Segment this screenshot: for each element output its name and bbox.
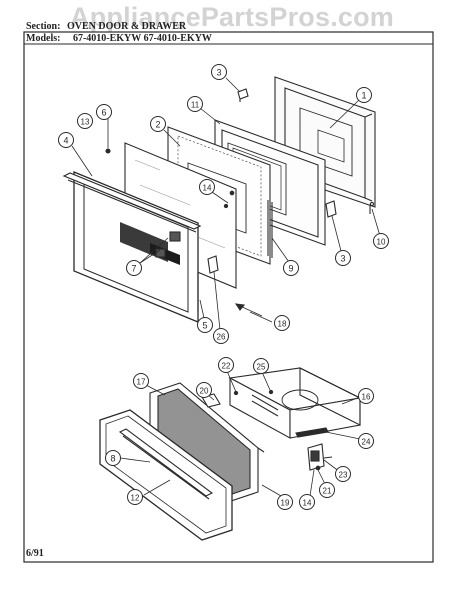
callout-4: 4 [58,132,74,148]
callout-13: 13 [77,113,93,129]
callout-1: 1 [356,87,372,103]
page-frame [23,31,434,563]
callout-18-label: 18 [278,320,287,329]
part-drawer-body [228,367,362,439]
callout-24: 24 [358,433,374,449]
callout-20-label: 20 [200,387,209,396]
callout-16: 16 [358,388,374,404]
callout-8-label: 8 [110,454,115,464]
part-outer-door-panel [62,171,202,323]
callout-22-label: 22 [222,362,231,371]
callout-24-label: 24 [362,438,371,447]
drawer-assembly [99,367,362,541]
callout-8: 8 [105,450,121,466]
watermark-text: AppliancePartsPros.com [70,2,395,32]
callout-26-label: 26 [217,333,226,342]
callout-23: 23 [335,466,351,482]
callout-26: 26 [213,328,229,344]
oven-door-assembly [62,76,376,323]
models-header: Models: 67-4010-EKYW 67-4010-EKYW [26,33,212,44]
callout-21: 21 [319,482,335,498]
section-header: Section: OVEN DOOR & DRAWER [26,21,186,32]
callout-11-label: 11 [191,101,200,110]
callout-11: 11 [187,96,203,112]
callout-6-label: 6 [101,108,106,118]
callout-6: 6 [96,104,112,120]
part-drawer-front-panel [99,409,233,541]
callout-3b: 3 [335,250,351,266]
callout-25-label: 25 [257,363,266,372]
callout-14b: 14 [299,494,315,510]
part-drawer-rail [295,427,329,438]
callout-5: 5 [197,317,213,333]
callout-9-label: 9 [288,264,293,274]
callout-7: 7 [126,260,142,276]
callout-10-label: 10 [377,238,386,247]
callout-14a: 14 [199,179,215,195]
callout-2: 2 [150,116,166,132]
part-hinge-clips [237,88,337,218]
callout-5-label: 5 [202,321,207,331]
callout-13-label: 13 [81,118,90,127]
callout-20: 20 [196,382,212,398]
callout-3a-label: 3 [216,68,221,78]
callout-23-label: 23 [339,471,348,480]
models-value: 67-4010-EKYW 67-4010-EKYW [72,33,212,44]
callout-21-label: 21 [323,487,332,496]
part-slide-bracket [307,443,333,471]
callout-25: 25 [253,358,269,374]
callout-10: 10 [373,233,389,249]
models-label: Models: [26,33,61,44]
callout-19-label: 19 [281,499,290,508]
callouts: 1 2 3 3 4 5 6 7 8 9 10 11 12 13 14 14 16… [58,64,389,510]
callout-14b-label: 14 [303,499,312,508]
callout-17: 17 [133,373,149,389]
callout-12: 12 [127,489,143,505]
callout-3a: 3 [211,64,227,80]
callout-19: 19 [277,494,293,510]
callout-16-label: 16 [362,393,371,402]
callout-4-label: 4 [63,136,68,146]
revision-date: 6/91 [26,548,44,559]
callout-1-label: 1 [361,91,366,101]
section-label: Section: [26,21,61,32]
callout-14a-label: 14 [203,184,212,193]
section-value: OVEN DOOR & DRAWER [66,21,187,32]
callout-3b-label: 3 [340,254,345,264]
callout-7-label: 7 [131,264,136,274]
callout-22: 22 [218,357,234,373]
part-bracket [207,255,219,274]
callout-9: 9 [283,260,299,276]
callout-2-label: 2 [155,120,160,130]
callout-12-label: 12 [131,494,140,503]
callout-18: 18 [274,315,290,331]
callout-17-label: 17 [137,378,146,387]
